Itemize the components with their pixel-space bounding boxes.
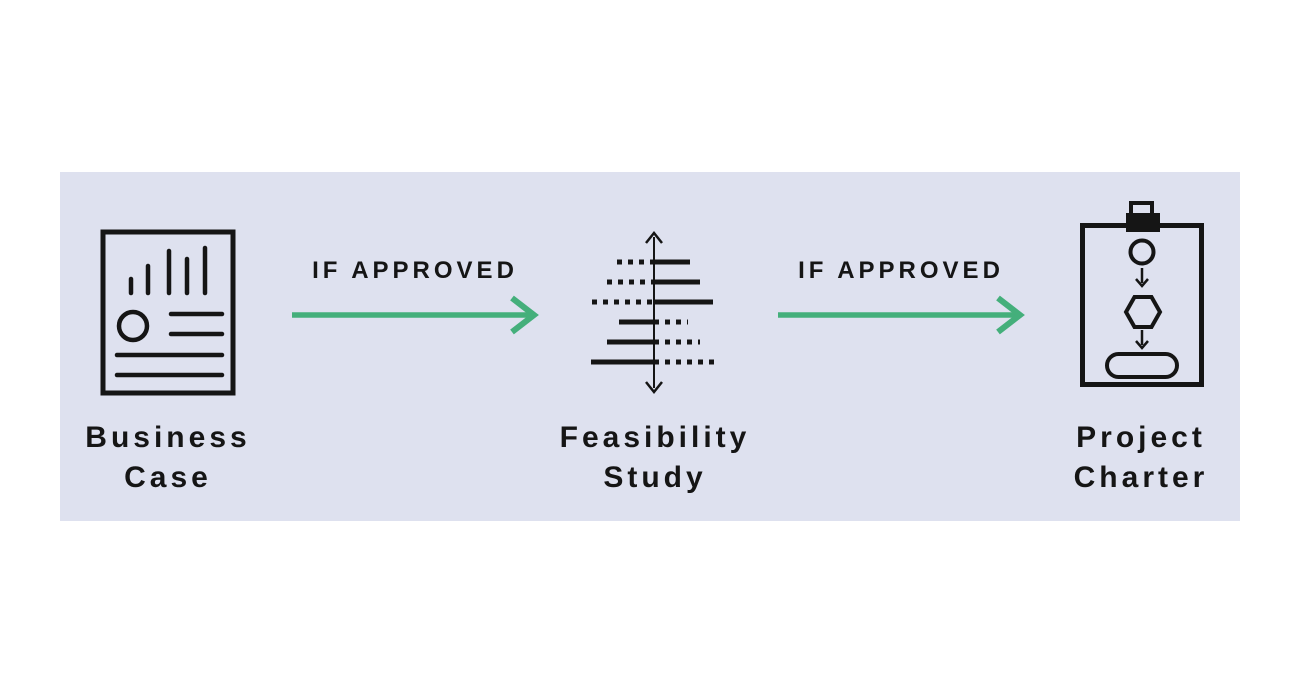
connector-2-label: IF APPROVED bbox=[798, 257, 1004, 284]
clipboard-flowchart-icon bbox=[1079, 200, 1205, 390]
step-label-project-charter: Project Charter bbox=[1073, 421, 1209, 494]
arrow-right-icon bbox=[290, 295, 540, 335]
diagram-panel bbox=[60, 172, 1240, 521]
tornado-chart-icon bbox=[584, 230, 724, 395]
step-label-feasibility-study: Feasibility Study bbox=[559, 421, 751, 494]
step-label-business-case: Business Case bbox=[85, 421, 251, 494]
connector-1-label: IF APPROVED bbox=[312, 257, 518, 284]
arrow-right-icon bbox=[776, 295, 1026, 335]
document-bar-chart-icon bbox=[100, 229, 236, 396]
